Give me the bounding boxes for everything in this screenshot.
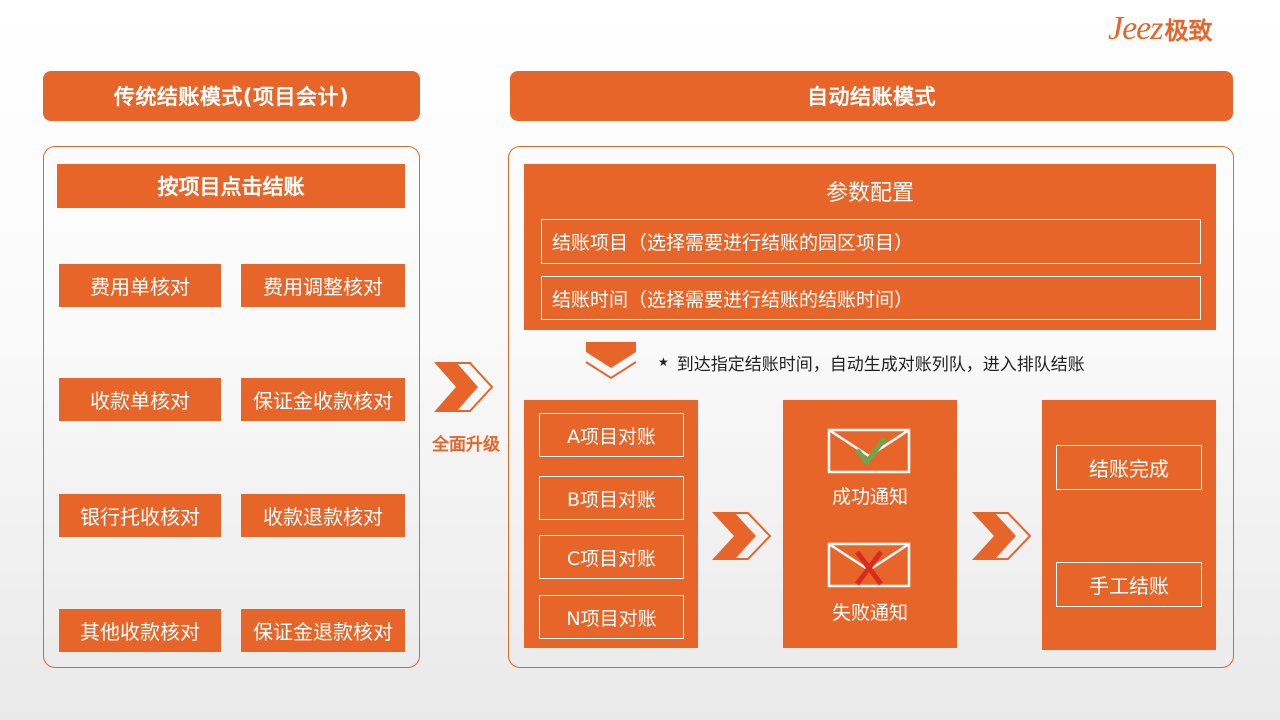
check-item: 收款退款核对 bbox=[241, 494, 405, 537]
check-item: 保证金收款核对 bbox=[241, 378, 405, 421]
close-complete-box: 结账完成 bbox=[1056, 445, 1202, 490]
upgrade-label: 全面升级 bbox=[432, 435, 500, 455]
config-row-time: 结账时间（选择需要进行结账的结账时间） bbox=[541, 276, 1201, 320]
double-chevron-down-icon bbox=[585, 342, 637, 380]
success-notify-label: 成功通知 bbox=[831, 486, 908, 508]
double-chevron-right-icon bbox=[434, 362, 494, 412]
project-reconcile-item: B项目对账 bbox=[539, 476, 684, 520]
double-chevron-right-icon bbox=[712, 512, 772, 560]
logo-latin: Jeez bbox=[1108, 10, 1164, 47]
auto-queue-note-text: 到达指定结账时间，自动生成对账列队，进入排队结账 bbox=[676, 354, 1085, 375]
check-item: 费用单核对 bbox=[59, 264, 221, 307]
double-chevron-right-icon bbox=[972, 512, 1032, 560]
auto-queue-note: ★ 到达指定结账时间，自动生成对账列队，进入排队结账 bbox=[658, 348, 1178, 376]
check-item: 银行托收核对 bbox=[59, 494, 221, 537]
check-item: 收款单核对 bbox=[59, 378, 221, 421]
result-block bbox=[1042, 400, 1216, 650]
parameter-config-block bbox=[524, 164, 1216, 330]
parameter-config-title: 参数配置 bbox=[825, 181, 914, 206]
auto-mode-header: 自动结账模式 bbox=[510, 71, 1233, 121]
brand-logo: Jeez 极致 bbox=[1108, 10, 1268, 54]
manual-close-box: 手工结账 bbox=[1056, 562, 1202, 607]
click-close-title: 按项目点击结账 bbox=[57, 164, 405, 208]
fail-envelope-icon bbox=[827, 542, 911, 588]
project-reconcile-item: C项目对账 bbox=[539, 535, 684, 579]
success-envelope-icon bbox=[827, 428, 911, 474]
check-item: 保证金退款核对 bbox=[241, 609, 405, 652]
auto-mode-panel bbox=[508, 146, 1234, 668]
check-item: 其他收款核对 bbox=[59, 609, 221, 652]
logo-chinese: 极致 bbox=[1164, 17, 1213, 45]
check-item: 费用调整核对 bbox=[241, 264, 405, 307]
traditional-mode-panel bbox=[43, 146, 420, 668]
config-row-project: 结账项目（选择需要进行结账的园区项目） bbox=[541, 219, 1201, 264]
project-reconcile-block bbox=[524, 400, 698, 648]
star-icon: ★ bbox=[658, 355, 669, 369]
fail-notify-label: 失败通知 bbox=[831, 602, 908, 624]
traditional-mode-header: 传统结账模式(项目会计) bbox=[43, 71, 420, 121]
project-reconcile-item: N项目对账 bbox=[539, 595, 684, 639]
project-reconcile-item: A项目对账 bbox=[539, 413, 684, 457]
